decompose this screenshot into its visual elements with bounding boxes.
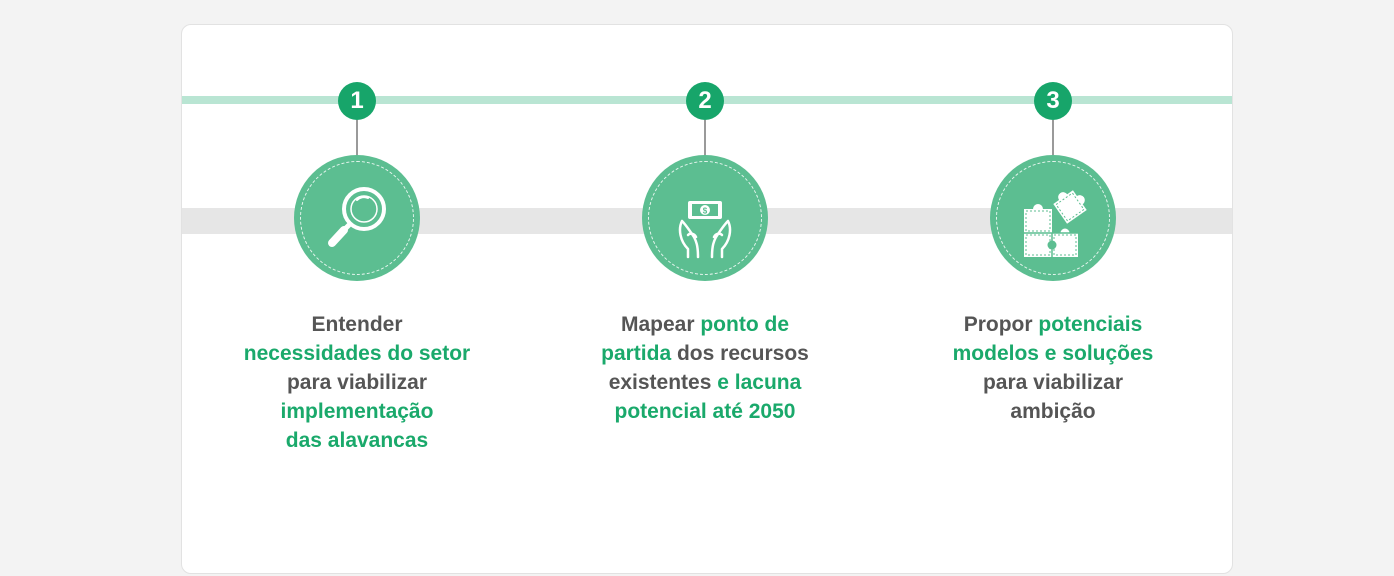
label-line: das alavancas — [285, 429, 429, 452]
label-line: para viabilizar — [286, 371, 428, 394]
label-line: ambição — [1010, 400, 1096, 423]
label-line: potencial até 2050 — [614, 400, 796, 423]
label-line: Entender — [311, 313, 403, 336]
step-icon-circle: $ — [642, 155, 768, 281]
label-line: modelos e soluções — [952, 342, 1154, 365]
label-line: partida dos recursos — [601, 342, 809, 365]
label-line: para viabilizar — [982, 371, 1124, 394]
svg-text:$: $ — [703, 207, 708, 216]
step-connector — [704, 120, 706, 158]
step-label: Entender necessidades do setor para viab… — [207, 310, 507, 455]
label-line: Mapear ponto de — [620, 313, 790, 336]
step-3: 3 — [903, 25, 1203, 573]
dashed-ring — [300, 161, 414, 275]
step-number-badge: 1 — [338, 82, 376, 120]
step-icon-circle — [294, 155, 420, 281]
step-connector — [356, 120, 358, 158]
puzzle-icon — [1024, 190, 1087, 257]
step-connector — [1052, 120, 1054, 158]
magnifier-icon — [328, 187, 386, 247]
label-line: existentes e lacuna — [608, 371, 802, 394]
step-1: 1 Entender necessidades do setor para vi… — [207, 25, 507, 573]
step-label: Propor potenciais modelos e soluções par… — [903, 310, 1203, 426]
step-icon-circle — [990, 155, 1116, 281]
label-line: implementação — [280, 400, 434, 423]
label-line: Propor potenciais — [963, 313, 1143, 336]
label-line: necessidades do setor — [243, 342, 471, 365]
step-number-badge: 2 — [686, 82, 724, 120]
step-2: 2 $ Mapear ponto de partida dos recursos… — [555, 25, 855, 573]
step-number-badge: 3 — [1034, 82, 1072, 120]
hands-money-icon: $ — [678, 201, 732, 259]
dashed-ring — [996, 161, 1110, 275]
process-card: 1 Entender necessidades do setor para vi… — [181, 24, 1233, 574]
dashed-ring — [648, 161, 762, 275]
step-label: Mapear ponto de partida dos recursos exi… — [555, 310, 855, 426]
